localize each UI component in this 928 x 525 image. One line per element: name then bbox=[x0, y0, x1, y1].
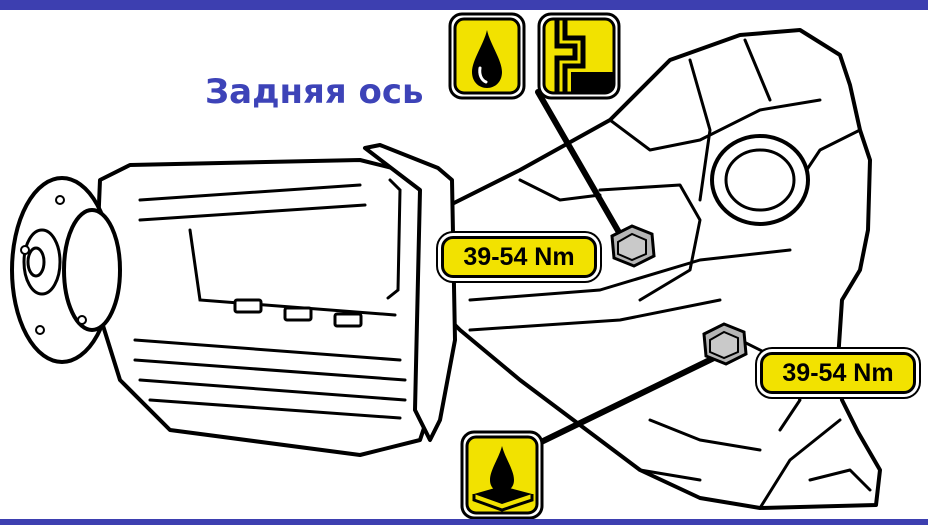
oil-drop-icon bbox=[448, 12, 526, 100]
drain-plug-bolt bbox=[702, 322, 748, 366]
differential-cover bbox=[710, 134, 810, 226]
diagram-title: Задняя ось bbox=[205, 72, 424, 112]
top-band bbox=[0, 0, 928, 10]
upper-bolt-torque-label: 39-54 Nm bbox=[441, 236, 597, 278]
fill-plug-bolt bbox=[610, 224, 656, 268]
oil-level-icon bbox=[537, 12, 621, 100]
axle-tube bbox=[93, 143, 457, 457]
oil-drain-icon bbox=[460, 430, 544, 520]
axle-tube-ribs bbox=[133, 178, 407, 420]
housing-details bbox=[468, 38, 872, 510]
wheel-hub bbox=[10, 176, 122, 364]
axle-tube-slots bbox=[233, 298, 363, 328]
lower-bolt-torque-label: 39-54 Nm bbox=[760, 352, 916, 394]
bottom-band bbox=[0, 519, 928, 525]
